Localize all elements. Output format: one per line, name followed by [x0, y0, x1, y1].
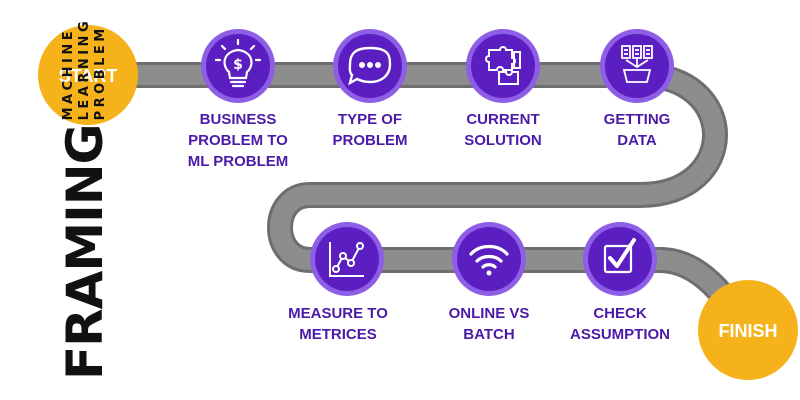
step-1-label: BUSINESS PROBLEM TO ML PROBLEM: [187, 111, 289, 170]
start-label: START: [59, 66, 118, 86]
puzzle-icon: [485, 46, 521, 85]
step-4-node: [600, 29, 674, 103]
step-6-node: [452, 222, 526, 296]
vertical-title: FRAMING MACHINE LEARNING PROBLEM: [56, 18, 114, 380]
finish-marker: FINISH: [698, 280, 798, 380]
title-subtitle-line-1: MACHINE LEARNING: [61, 17, 92, 121]
step-3-label: CURRENT SOLUTION: [464, 111, 542, 149]
road-path: [80, 65, 755, 340]
step-4-label: GETTING DATA: [603, 111, 671, 149]
step-2-label: TYPE OF PROBLEM: [332, 111, 408, 149]
svg-text:$: $: [233, 57, 243, 73]
finish-label: FINISH: [718, 321, 777, 341]
step-5-label: MEASURE TO METRICES: [288, 305, 388, 343]
start-marker: START: [38, 25, 138, 125]
title-subtitle: MACHINE LEARNING PROBLEM: [61, 18, 109, 121]
database-icon: [621, 45, 653, 83]
lightbulb-dollar-icon: $: [214, 38, 262, 88]
checkbox-icon: [603, 238, 636, 274]
step-3-node: [466, 29, 540, 103]
step-5-node: [310, 222, 384, 296]
title-main: FRAMING: [56, 124, 114, 380]
step-6-label: ONLINE VS BATCH: [448, 305, 530, 343]
wifi-icon: [469, 244, 509, 276]
step-1-node: $: [201, 29, 275, 103]
step-7-label: CHECK ASSUMPTION: [569, 305, 670, 343]
step-7-node: [583, 222, 657, 296]
line-graph-icon: [329, 242, 364, 277]
step-2-node: [333, 29, 407, 103]
chat-bubble-icon: [348, 46, 392, 86]
title-subtitle-line-2: PROBLEM: [93, 25, 108, 121]
